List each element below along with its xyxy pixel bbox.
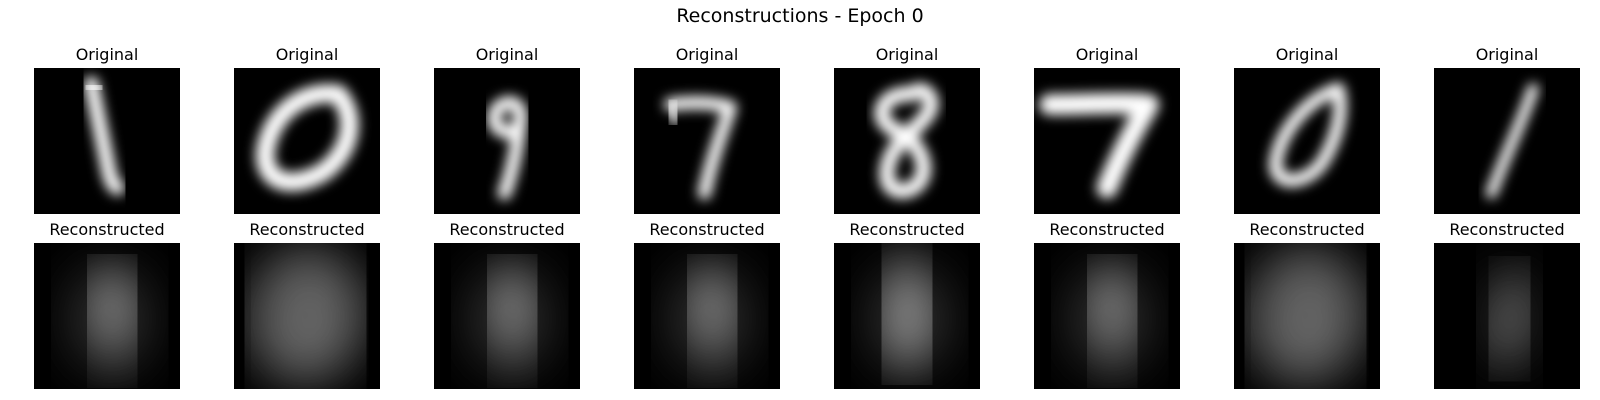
original-panel-title: Original [75, 45, 139, 64]
original-digit-image [34, 68, 180, 214]
digit-0-image [234, 68, 380, 214]
digit-8-image [834, 68, 980, 214]
original-digit-image [1434, 68, 1580, 214]
digit-1-image [1434, 68, 1580, 214]
reconstructed-stroke [1088, 271, 1136, 371]
original-digit-image [634, 68, 780, 214]
digit-stroke [84, 76, 125, 196]
reconstructed-panel-title: Reconstructed [649, 220, 765, 239]
digit-7-image [1034, 68, 1180, 214]
reconstructed-digit-image [234, 243, 380, 389]
reconstructed-stroke [488, 271, 536, 371]
reconstructed-cell-3: Reconstructed [434, 220, 580, 389]
reconstructed-cell-8: Reconstructed [1434, 220, 1580, 389]
original-cell-1: Original [34, 45, 180, 214]
reconstructed-panel-title: Reconstructed [1449, 220, 1565, 239]
reconstructed-stroke [88, 271, 136, 371]
reconstructed-digit-image [434, 243, 580, 389]
reconstructed-panel-title: Reconstructed [1049, 220, 1165, 239]
original-cell-3: Original [434, 45, 580, 214]
reconstructed-cell-5: Reconstructed [834, 220, 980, 389]
digit-stroke [1269, 82, 1347, 187]
original-cell-7: Original [1234, 45, 1380, 214]
digit-8-image [834, 243, 980, 389]
digit-1-image [34, 68, 180, 214]
reconstructed-panel-title: Reconstructed [249, 220, 365, 239]
original-digit-image [234, 68, 380, 214]
original-panel-title: Original [675, 45, 739, 64]
digit-stroke [487, 96, 527, 200]
digit-9-image [434, 68, 580, 214]
digit-stroke-serif [82, 80, 106, 95]
reconstructed-cell-7: Reconstructed [1234, 220, 1380, 389]
original-cell-5: Original [834, 45, 980, 214]
digit-stroke [663, 96, 737, 200]
original-panel-title: Original [1075, 45, 1139, 64]
digit-7-image [634, 68, 780, 214]
digit-stroke [874, 82, 939, 199]
reconstructed-cell-2: Reconstructed [234, 220, 380, 389]
reconstructed-cell-6: Reconstructed [1034, 220, 1180, 389]
original-cell-8: Original [1434, 45, 1580, 214]
digit-9-image [434, 243, 580, 389]
original-digit-image [434, 68, 580, 214]
original-panel-title: Original [275, 45, 339, 64]
reconstructed-panel-title: Reconstructed [49, 220, 165, 239]
digit-9-image [1034, 243, 1180, 389]
digit-9-image [634, 243, 780, 389]
digit-0-image [1234, 243, 1380, 389]
reconstructed-stroke [883, 261, 931, 366]
original-panel-title: Original [475, 45, 539, 64]
reconstructed-stroke [1488, 271, 1531, 366]
original-cell-6: Original [1034, 45, 1180, 214]
digit-stroke [255, 84, 359, 192]
reconstructed-panel-title: Reconstructed [449, 220, 565, 239]
original-panel-title: Original [1475, 45, 1539, 64]
reconstructed-panel-title: Reconstructed [849, 220, 965, 239]
reconstructed-cell-4: Reconstructed [634, 220, 780, 389]
digit-0-image [1234, 68, 1380, 214]
reconstructed-digit-image [1434, 243, 1580, 389]
reconstructed-digit-image [634, 243, 780, 389]
reconstructed-stroke [258, 260, 353, 371]
digit-9-image [34, 243, 180, 389]
reconstructed-stroke [688, 271, 736, 371]
reconstructed-panel-title: Reconstructed [1249, 220, 1365, 239]
digit-stroke [1039, 92, 1160, 199]
original-cell-4: Original [634, 45, 780, 214]
digit-0-image [234, 243, 380, 389]
original-digit-image [1234, 68, 1380, 214]
reconstructed-digit-image [834, 243, 980, 389]
original-digit-image [1034, 68, 1180, 214]
reconstructed-digit-image [34, 243, 180, 389]
digit-1-image [1434, 243, 1580, 389]
digit-stroke-serif [665, 99, 681, 126]
original-cell-2: Original [234, 45, 380, 214]
figure-title: Reconstructions - Epoch 0 [676, 5, 924, 27]
reconstructed-cell-1: Reconstructed [34, 220, 180, 389]
original-panel-title: Original [875, 45, 939, 64]
reconstructed-digit-image [1234, 243, 1380, 389]
reconstructed-stroke [1258, 260, 1353, 371]
original-panel-title: Original [1275, 45, 1339, 64]
reconstructed-digit-image [1034, 243, 1180, 389]
original-digit-image [834, 68, 980, 214]
digit-stroke [1485, 83, 1539, 199]
